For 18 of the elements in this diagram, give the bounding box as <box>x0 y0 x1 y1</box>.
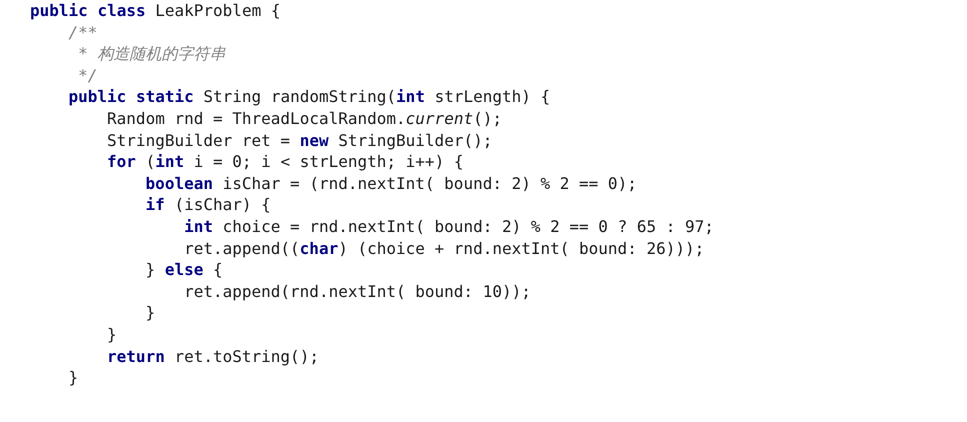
code-line: } else { <box>146 260 223 280</box>
code-comment: * 构造随机的字符串 <box>78 44 226 64</box>
code-line: } <box>146 303 156 324</box>
code-line: } <box>107 325 117 345</box>
code-comment: */ <box>78 66 98 86</box>
code-line: } <box>68 368 78 388</box>
code-line: int choice = rnd.nextInt( bound: 2) % 2 == 0 ? 65 : 97; <box>184 217 714 237</box>
code-line: if (isChar) { <box>146 195 271 216</box>
code-line: public static String randomString(int strLength) { <box>68 87 550 108</box>
code-line: boolean isChar = (rnd.nextInt( bound: 2) % 2 == 0); <box>146 174 637 194</box>
code-line: for (int i = 0; i < strLength; i++) { <box>107 152 464 172</box>
code-comment: /** <box>68 22 98 43</box>
code-line: Random rnd = ThreadLocalRandom.current(); <box>107 109 502 129</box>
code-line: ret.append((char) (choice + rnd.nextInt( bound: 26))); <box>184 238 704 259</box>
code-line: StringBuilder ret = new StringBuilder(); <box>107 130 492 151</box>
code-line: return ret.toString(); <box>107 346 319 367</box>
code-line: public class LeakProblem { <box>30 1 280 21</box>
code-line: ret.append(rnd.nextInt( bound: 10)); <box>184 282 531 302</box>
